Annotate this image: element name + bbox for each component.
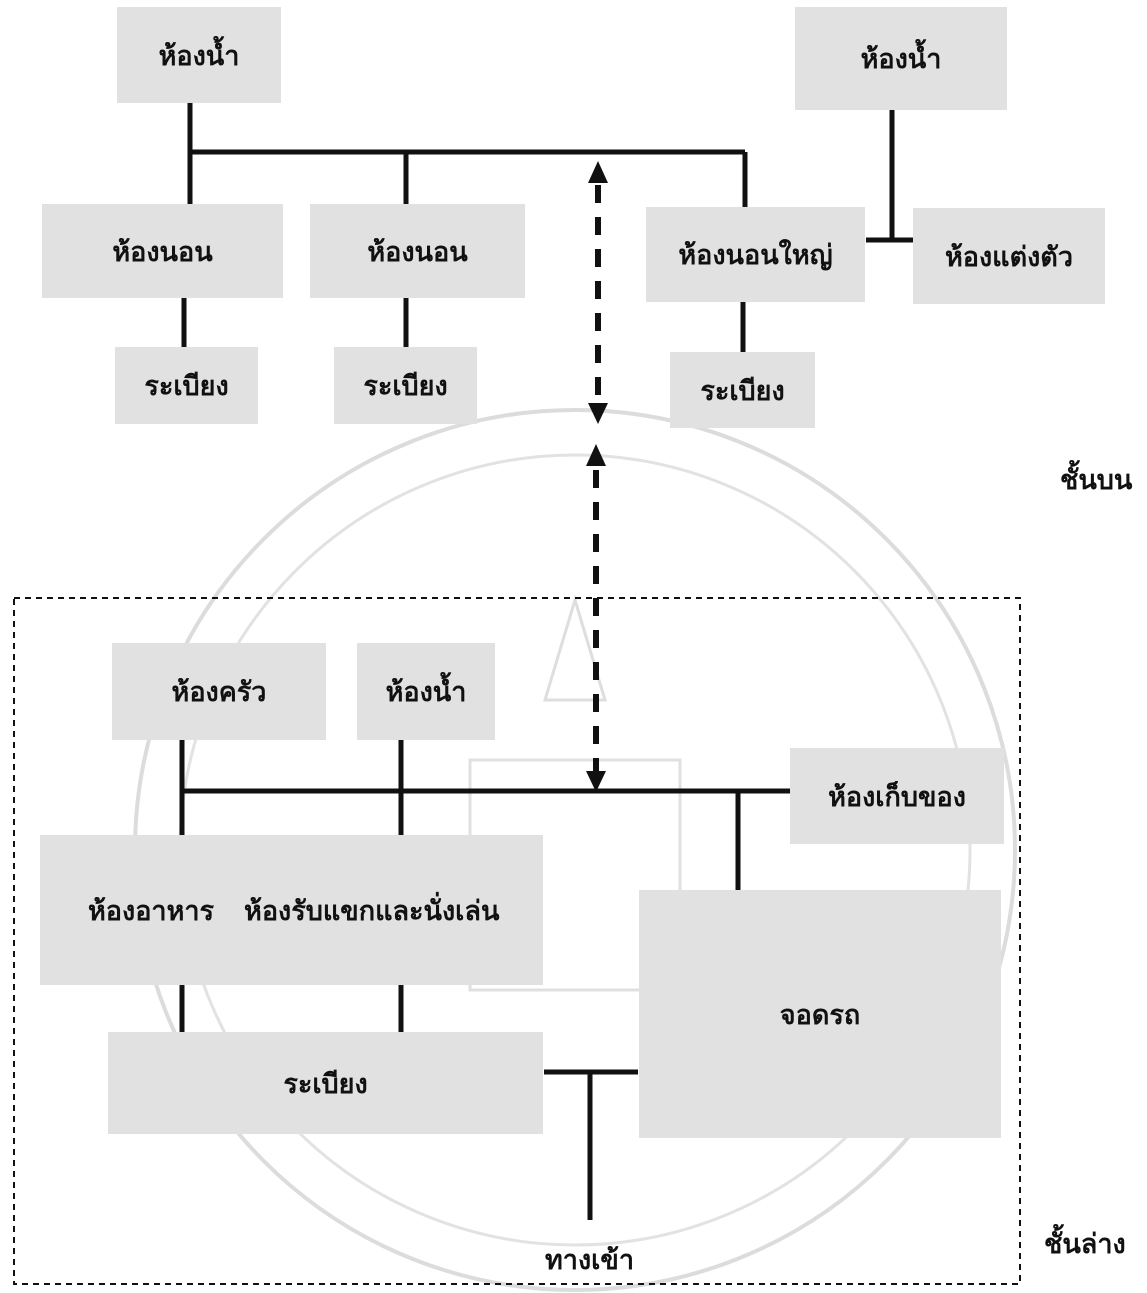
upper-bathroom-left: ห้องน้ำ — [117, 7, 281, 103]
bedroom-1: ห้องนอน — [42, 204, 283, 298]
dining-room-label: ห้องอาหาร — [88, 895, 215, 927]
lower-bathroom: ห้องน้ำ — [357, 643, 495, 740]
master-bedroom: ห้องนอนใหญ่ — [646, 207, 865, 302]
dressing-room: ห้องแต่งตัว — [913, 208, 1105, 304]
upper-floor-label: ชั้นบน — [1060, 465, 1133, 496]
garage: จอดรถ — [639, 890, 1001, 1138]
dining-living-area: ห้องอาหาร ห้องรับแขกและนั่งเล่น — [40, 835, 543, 985]
terrace: ระเบียง — [108, 1032, 543, 1134]
entrance-label: ทางเข้า — [545, 1245, 634, 1276]
kitchen: ห้องครัว — [112, 643, 326, 740]
balcony-1: ระเบียง — [115, 347, 258, 424]
storage-room: ห้องเก็บของ — [790, 748, 1004, 844]
balcony-3: ระเบียง — [670, 352, 815, 428]
balcony-2: ระเบียง — [334, 347, 477, 424]
bedroom-2: ห้องนอน — [310, 204, 525, 298]
living-room-label: ห้องรับแขกและนั่งเล่น — [244, 895, 500, 927]
lower-floor-label: ชั้นล่าง — [1044, 1229, 1126, 1260]
upper-bathroom-right: ห้องน้ำ — [795, 7, 1007, 110]
